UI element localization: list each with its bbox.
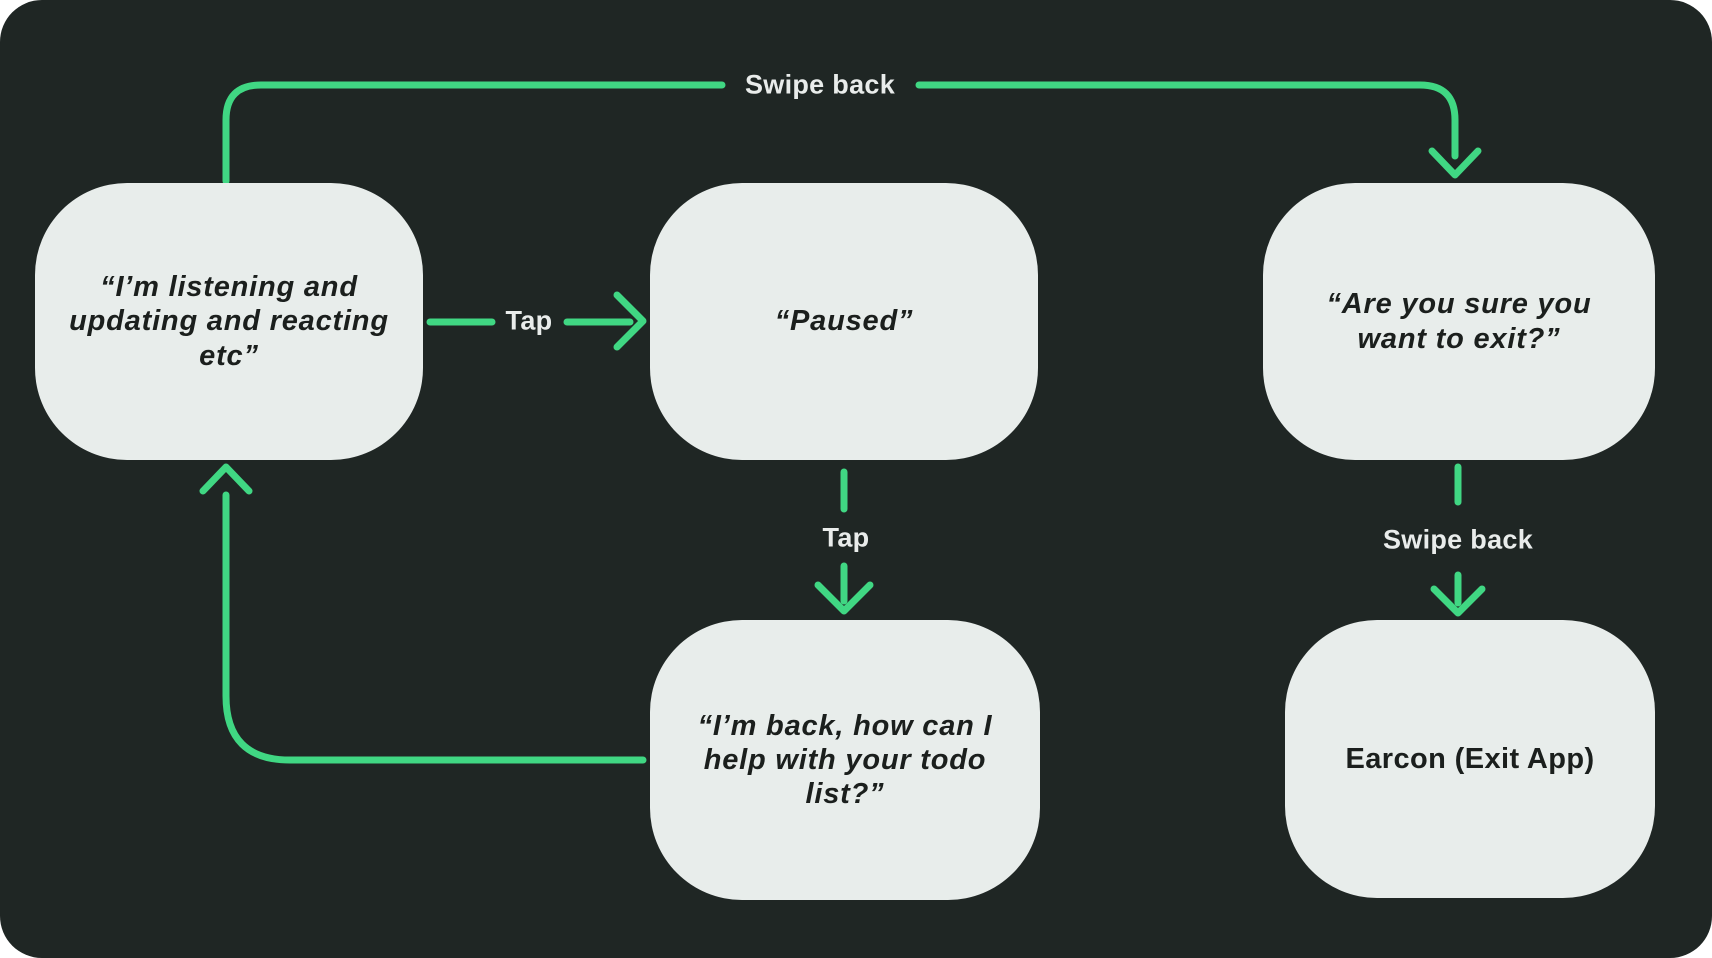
edge-swipe-back-top-left-segment — [222, 81, 726, 185]
node-paused-state: “Paused” — [650, 183, 1038, 460]
edge-label-swipe-back-right: Swipe back — [1382, 524, 1534, 555]
arrowhead-down-earcon — [1430, 585, 1486, 617]
node-listening-state: “I’m listening and updating and reacting… — [35, 183, 423, 460]
arrowhead-right-paused — [613, 291, 647, 351]
node-back-greeting: “I’m back, how can I help with your todo… — [650, 620, 1040, 900]
edge-label-tap-right: Tap — [505, 305, 553, 336]
arrowhead-down-back-greeting — [814, 581, 874, 615]
node-confirm-exit: “Are you sure you want to exit?” — [1263, 183, 1655, 460]
edge-label-tap-down: Tap — [822, 522, 870, 553]
node-earcon-exit-app: Earcon (Exit App) — [1285, 620, 1655, 898]
edge-swipe-back-top-right-segment — [915, 81, 1459, 160]
edge-return-loop — [222, 491, 647, 764]
edge-label-swipe-back-top: Swipe back — [744, 69, 896, 100]
arrowhead-up-listening — [199, 463, 253, 495]
arrowhead-down-confirm-exit — [1428, 147, 1482, 179]
